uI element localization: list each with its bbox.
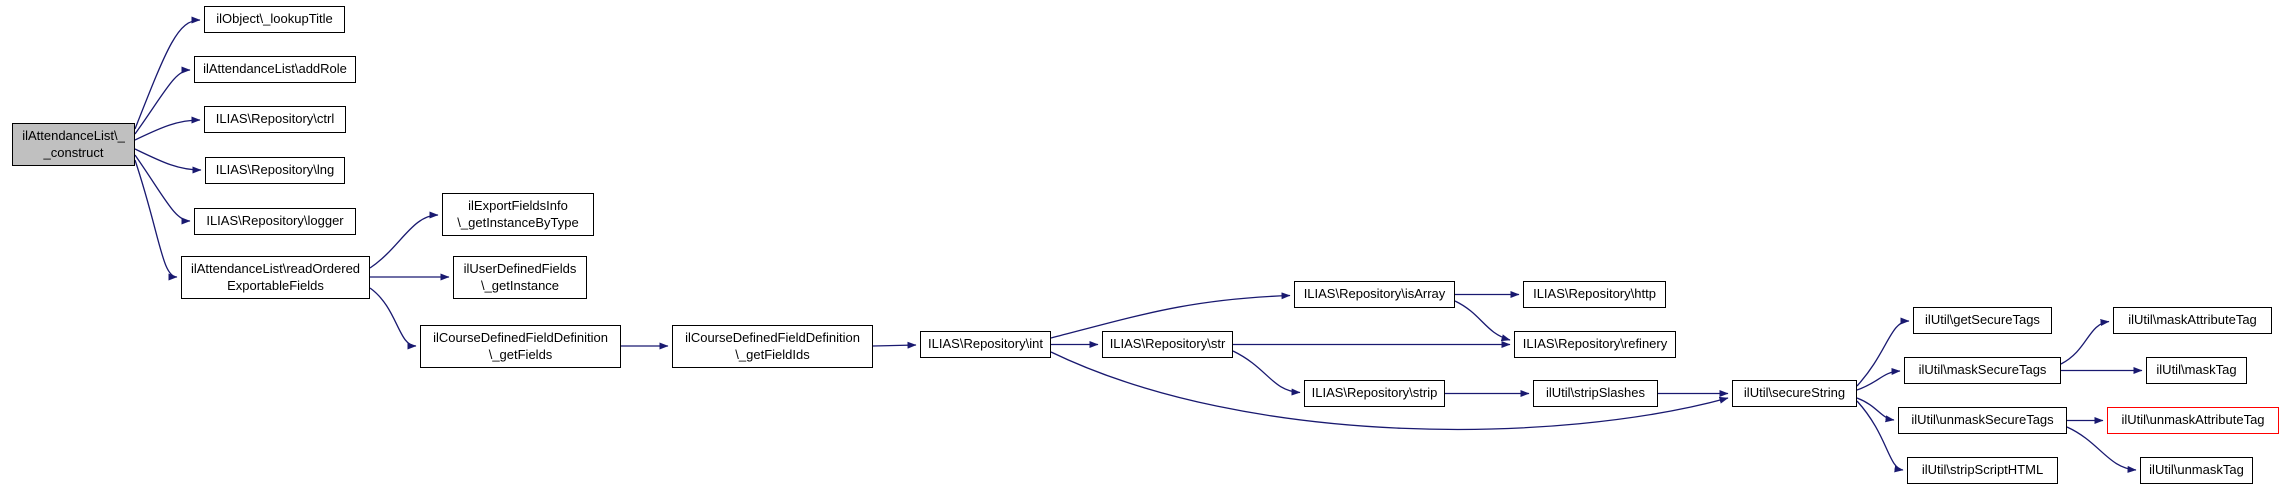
edge-str-to-strip: [1232, 350, 1301, 396]
graph-node-label: ILIAS\Repository\lng: [215, 162, 335, 178]
edge-int-to-isArray: [1050, 292, 1291, 339]
graph-node-label: ilUtil\getSecureTags: [1925, 312, 2040, 328]
graph-node-construct: ilAttendanceList\__construct: [12, 123, 135, 166]
edge-construct-to-ctrl: [134, 116, 201, 141]
edge-secureString-to-maskSecureTags: [1856, 367, 1901, 391]
edge-construct-to-readOrdered: [134, 159, 178, 281]
graph-node-label: ILIAS\Repository\isArray: [1303, 286, 1446, 302]
graph-node-strip[interactable]: ILIAS\Repository\strip: [1304, 380, 1445, 407]
graph-node-getFieldIds[interactable]: ilCourseDefinedFieldDefinition\_getField…: [672, 325, 873, 368]
graph-node-label: ilUtil\stripSlashes: [1546, 385, 1645, 401]
edge-construct-to-lng: [134, 148, 202, 174]
edge-readOrdered-to-getInstanceByType: [369, 211, 439, 269]
graph-node-label: ilUtil\secureString: [1743, 385, 1846, 401]
graph-node-label: ilExportFieldsInfo: [468, 197, 568, 213]
graph-node-http[interactable]: ILIAS\Repository\http: [1523, 281, 1666, 308]
graph-node-label: ilUtil\unmaskSecureTags: [1911, 412, 2054, 428]
graph-node-label: ilUserDefinedFields: [463, 260, 577, 276]
graph-node-label: ILIAS\Repository\strip: [1311, 385, 1438, 401]
graph-node-getInstanceByType[interactable]: ilExportFieldsInfo\_getInstanceByType: [442, 193, 594, 236]
graph-node-label: ILIAS\Repository\refinery: [1522, 336, 1668, 352]
graph-node-stripSlashes[interactable]: ilUtil\stripSlashes: [1533, 380, 1658, 407]
edge-construct-to-logger: [134, 154, 191, 225]
graph-node-lng[interactable]: ILIAS\Repository\lng: [205, 157, 345, 184]
graph-node-label: ILIAS\Repository\str: [1109, 336, 1226, 352]
graph-node-label: ILIAS\Repository\int: [928, 336, 1043, 352]
edge-readOrdered-to-getFields: [369, 287, 417, 350]
graph-node-getSecureTags[interactable]: ilUtil\getSecureTags: [1913, 307, 2052, 334]
edge-int-to-secureString: [1050, 351, 1729, 431]
graph-node-unmaskTag[interactable]: ilUtil\unmaskTag: [2140, 457, 2253, 484]
graph-node-str[interactable]: ILIAS\Repository\str: [1102, 331, 1233, 358]
graph-node-label: \_getInstance: [480, 277, 560, 293]
graph-node-label: ilAttendanceList\addRole: [203, 61, 347, 77]
graph-node-ctrl[interactable]: ILIAS\Repository\ctrl: [204, 106, 346, 133]
graph-node-logger[interactable]: ILIAS\Repository\logger: [194, 208, 356, 235]
graph-node-label: \_getFields: [488, 346, 553, 362]
graph-node-label: ilUtil\maskAttributeTag: [2128, 312, 2257, 328]
graph-node-lookupTitle[interactable]: ilObject\_lookupTitle: [204, 6, 345, 33]
graph-node-getInstance[interactable]: ilUserDefinedFields\_getInstance: [453, 256, 587, 299]
graph-node-label: ilUtil\unmaskAttributeTag: [2121, 412, 2265, 428]
graph-node-label: ilObject\_lookupTitle: [216, 11, 333, 27]
graph-node-label: ilAttendanceList\readOrdered: [190, 260, 361, 276]
graph-node-label: \_getInstanceByType: [457, 214, 579, 230]
graph-node-label: ILIAS\Repository\http: [1533, 286, 1656, 302]
graph-node-maskTag[interactable]: ilUtil\maskTag: [2146, 357, 2247, 384]
edge-getFieldIds-to-int: [872, 341, 917, 349]
graph-node-maskAttributeTag[interactable]: ilUtil\maskAttributeTag: [2113, 307, 2272, 334]
edge-maskSecureTags-to-maskAttributeTag: [2060, 319, 2110, 365]
graph-node-unmaskAttributeTag[interactable]: ilUtil\unmaskAttributeTag: [2107, 407, 2279, 434]
graph-node-isArray[interactable]: ILIAS\Repository\isArray: [1294, 281, 1455, 308]
edge-construct-to-lookupTitle: [134, 16, 201, 130]
graph-node-label: ilUtil\maskTag: [2156, 362, 2237, 378]
graph-node-unmaskSecureTags[interactable]: ilUtil\unmaskSecureTags: [1898, 407, 2067, 434]
graph-node-label: _construct: [43, 144, 104, 160]
graph-node-addRole[interactable]: ilAttendanceList\addRole: [194, 56, 356, 83]
edge-secureString-to-getSecureTags: [1856, 317, 1910, 387]
edge-isArray-to-refinery: [1454, 300, 1511, 342]
graph-node-stripScriptHTML[interactable]: ilUtil\stripScriptHTML: [1907, 457, 2058, 484]
graph-node-label: \_getFieldIds: [735, 346, 810, 362]
edge-secureString-to-stripScriptHTML: [1856, 400, 1904, 473]
graph-node-label: ILIAS\Repository\logger: [206, 213, 344, 229]
graph-node-label: ilAttendanceList\_: [22, 127, 125, 143]
graph-node-maskSecureTags[interactable]: ilUtil\maskSecureTags: [1904, 357, 2061, 384]
edge-construct-to-addRole: [134, 66, 191, 135]
graph-node-label: ilCourseDefinedFieldDefinition: [433, 329, 608, 345]
edge-group: [134, 16, 2143, 473]
graph-node-label: ExportableFields: [227, 277, 324, 293]
graph-node-label: ILIAS\Repository\ctrl: [215, 111, 335, 127]
graph-node-getFields[interactable]: ilCourseDefinedFieldDefinition\_getField…: [420, 325, 621, 368]
edge-unmaskSecureTags-to-unmaskTag: [2066, 426, 2137, 473]
edge-secureString-to-unmaskSecureTags: [1856, 397, 1895, 423]
graph-node-refinery[interactable]: ILIAS\Repository\refinery: [1514, 331, 1676, 358]
graph-node-int[interactable]: ILIAS\Repository\int: [920, 331, 1051, 358]
graph-node-secureString[interactable]: ilUtil\secureString: [1732, 380, 1857, 407]
graph-node-label: ilUtil\maskSecureTags: [1918, 362, 2047, 378]
graph-node-label: ilCourseDefinedFieldDefinition: [685, 329, 860, 345]
graph-node-label: ilUtil\unmaskTag: [2149, 462, 2244, 478]
graph-node-label: ilUtil\stripScriptHTML: [1921, 462, 2044, 478]
